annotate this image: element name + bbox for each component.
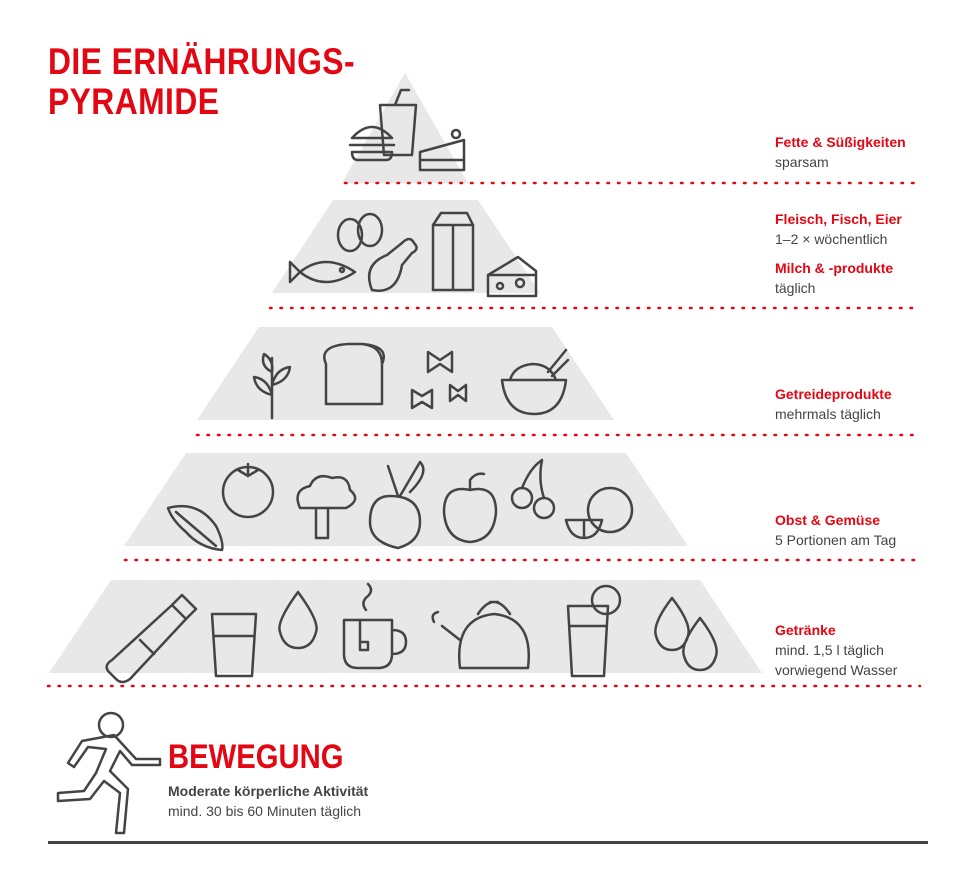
tier-subtext: sparsam: [775, 154, 829, 170]
tier-heading: Obst & Gemüse: [775, 512, 881, 528]
tier-label-2: Fleisch, Fisch, Eier 1–2 × wöchentlich M…: [775, 209, 902, 298]
title-line-1: DIE ERNÄHRUNGS-: [48, 41, 355, 82]
tier-subtext: 1–2 × wöchentlich: [775, 231, 888, 247]
bread-icon: [323, 342, 385, 406]
movement-title: BEWEGUNG: [168, 738, 344, 776]
cake-icon: [418, 128, 466, 172]
title-line-2: PYRAMIDE: [48, 81, 220, 122]
tier-label-1: Fette & Süßigkeiten sparsam: [775, 132, 906, 172]
cherries-icon: [510, 458, 556, 520]
juice-glass-icon: [566, 584, 622, 678]
glass-icon: [210, 612, 258, 678]
tier-subtext-2: vorwiegend Wasser: [775, 662, 898, 678]
drop-icon: [278, 590, 318, 650]
lettuce-icon: [166, 504, 224, 552]
lemon-icon: [564, 486, 634, 540]
pyramid-tier-1: [342, 73, 468, 183]
tier-label-4: Obst & Gemüse 5 Portionen am Tag: [775, 510, 896, 550]
page-title: DIE ERNÄHRUNGS- PYRAMIDE: [48, 42, 355, 122]
tomato-icon: [221, 462, 275, 519]
eggs-icon: [336, 212, 384, 253]
tier-subtext: 5 Portionen am Tag: [775, 532, 897, 548]
tier-heading: Fleisch, Fisch, Eier: [775, 211, 902, 227]
tea-cup-icon: [342, 582, 408, 670]
tier-subtext: mind. 1,5 l täglich: [775, 642, 884, 658]
tier-subtext-2: täglich: [775, 280, 816, 296]
fish-icon: [288, 260, 357, 284]
tier-heading-2: Milch & -produkte: [775, 260, 894, 276]
bottom-rule: [48, 841, 928, 844]
beet-icon: [368, 460, 425, 550]
movement-line-1: Moderate körperliche Aktivität: [168, 783, 369, 799]
movement-line-2: mind. 30 bis 60 Minuten täglich: [168, 803, 361, 819]
milk-carton-icon: [431, 211, 475, 292]
kettle-icon: [431, 600, 530, 670]
tier-subtext: mehrmals täglich: [775, 406, 881, 422]
tier-heading: Getränke: [775, 622, 836, 638]
pyramid-tier-5: [49, 580, 762, 673]
drops-icon: [654, 596, 718, 672]
cheese-icon: [486, 255, 538, 298]
runner-icon: [56, 711, 162, 835]
pasta-icon: [410, 350, 468, 410]
tier-heading: Getreideprodukte: [775, 386, 892, 402]
apple-icon: [442, 472, 498, 544]
bottle-icon: [105, 593, 198, 684]
chicken-leg-icon: [367, 237, 418, 292]
rice-bowl-icon: [500, 348, 570, 416]
broccoli-icon: [296, 475, 357, 540]
wheat-icon: [252, 352, 292, 420]
drink-cup-icon: [378, 88, 418, 157]
tier-heading: Fette & Süßigkeiten: [775, 134, 906, 150]
tier-label-5: Getränke mind. 1,5 l täglich vorwiegend …: [775, 620, 897, 680]
pyramid-tier-3: [197, 327, 614, 420]
tier-label-3: Getreideprodukte mehrmals täglich: [775, 384, 892, 424]
